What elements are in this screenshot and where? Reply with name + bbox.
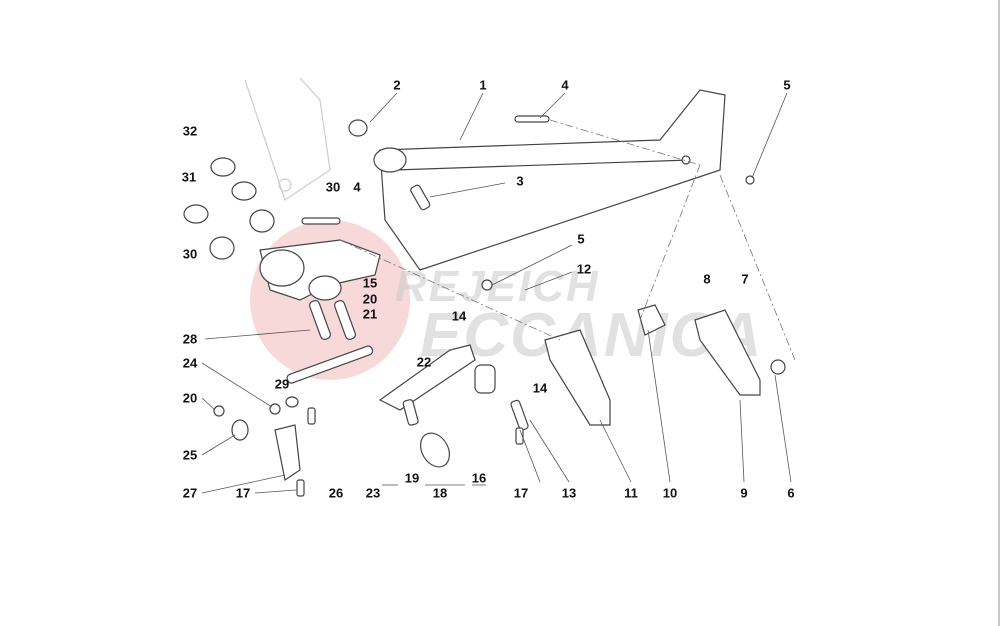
frame-ghost bbox=[244, 77, 331, 201]
part-label: 18 bbox=[432, 485, 448, 501]
part-label: 21 bbox=[362, 306, 378, 322]
part-label: 23 bbox=[365, 485, 381, 501]
part-label: 10 bbox=[662, 485, 678, 501]
part-label: 11 bbox=[624, 485, 638, 501]
part-label: 4 bbox=[561, 77, 569, 93]
part-label: 16 bbox=[471, 470, 487, 486]
part-label: 27 bbox=[182, 485, 198, 501]
part-label: 31 bbox=[181, 169, 197, 185]
leader-lines bbox=[201, 92, 792, 494]
part-label: 14 bbox=[532, 380, 548, 396]
part-label: 12 bbox=[576, 261, 592, 277]
part-label: 25 bbox=[182, 447, 198, 463]
pins-and-bolts bbox=[286, 115, 550, 497]
part-label: 29 bbox=[274, 376, 290, 392]
part-label: 17 bbox=[235, 485, 251, 501]
part-label: 1 bbox=[479, 77, 487, 93]
part-label: 30 bbox=[182, 246, 198, 262]
part-label: 17 bbox=[513, 485, 529, 501]
centerlines bbox=[339, 119, 796, 361]
watermark-text-1: REJEICH bbox=[395, 262, 600, 311]
lever-link bbox=[259, 239, 381, 301]
part-label: 13 bbox=[561, 485, 577, 501]
part-label: 26 bbox=[328, 485, 344, 501]
bracket-part-1 bbox=[373, 89, 726, 271]
footpegs bbox=[481, 175, 786, 426]
part-label: 8 bbox=[703, 271, 711, 287]
part-label: 5 bbox=[577, 231, 585, 247]
part-label: 4 bbox=[353, 179, 361, 195]
part-label: 28 bbox=[182, 331, 198, 347]
part-label: 6 bbox=[787, 485, 795, 501]
part-label: 19 bbox=[404, 470, 420, 486]
part-label: 32 bbox=[182, 123, 198, 139]
part-label: 24 bbox=[182, 355, 198, 371]
part-label: 2 bbox=[393, 77, 401, 93]
part-label: 7 bbox=[741, 271, 749, 287]
right-border bbox=[998, 0, 1000, 626]
part-label: 30 bbox=[325, 179, 341, 195]
part-label: 15 bbox=[362, 275, 378, 291]
part-label: 14 bbox=[451, 308, 467, 324]
part-label: 22 bbox=[416, 354, 432, 370]
part-label: 9 bbox=[740, 485, 748, 501]
gear-lever bbox=[378, 344, 496, 468]
part-label: 20 bbox=[362, 291, 378, 307]
part-label: 3 bbox=[516, 173, 524, 189]
washers-bushings bbox=[183, 119, 368, 260]
part-label: 5 bbox=[783, 77, 791, 93]
shift-linkage-parts bbox=[213, 396, 301, 481]
part-label: 20 bbox=[182, 390, 198, 406]
